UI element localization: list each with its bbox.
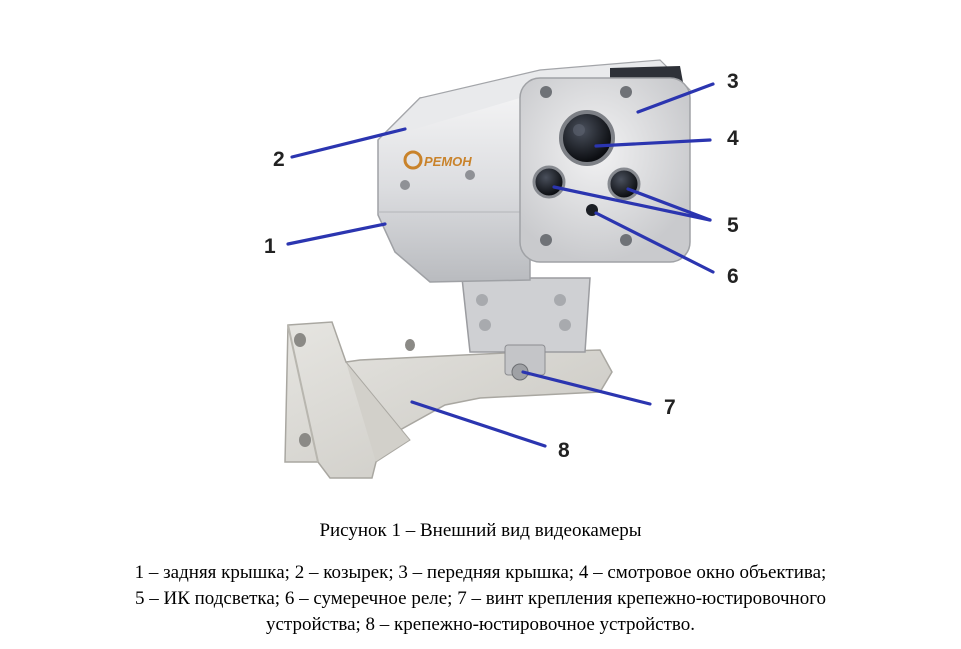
callout-2: 2 (273, 148, 285, 171)
camera-figure: РЕМОН 1 2 3 4 5 6 7 8 (264, 59, 739, 479)
figure-caption: Рисунок 1 – Внешний вид видеокамеры (319, 520, 642, 541)
pivot-joint (461, 277, 591, 381)
callout-8: 8 (558, 439, 570, 462)
lens-window (559, 110, 615, 166)
callout-1: 1 (264, 235, 276, 258)
callout-5: 5 (727, 214, 739, 237)
ir-led-left (532, 165, 566, 199)
figure-legend: 1 – задняя крышка; 2 – козырек; 3 – пере… (60, 560, 901, 638)
ir-led-right (607, 167, 641, 201)
callout-numbers: 1 2 3 4 5 6 7 8 (264, 70, 739, 462)
brand-logo: РЕМОН (403, 150, 472, 170)
callout-4: 4 (727, 127, 739, 150)
legend-line-1: 1 – задняя крышка; 2 – козырек; 3 – пере… (134, 562, 827, 583)
front-cover (519, 66, 691, 263)
legend-line-2: 5 – ИК подсветка; 6 – сумеречное реле; 7… (134, 588, 827, 609)
callout-3: 3 (727, 70, 739, 93)
callout-6: 6 (727, 265, 739, 288)
callout-7: 7 (664, 396, 676, 419)
legend-line-3: устройства; 8 – крепежно-юстировочное ус… (266, 614, 695, 635)
callout-leaders (286, 82, 715, 448)
svg-text:РЕМОН: РЕМОН (424, 154, 472, 169)
